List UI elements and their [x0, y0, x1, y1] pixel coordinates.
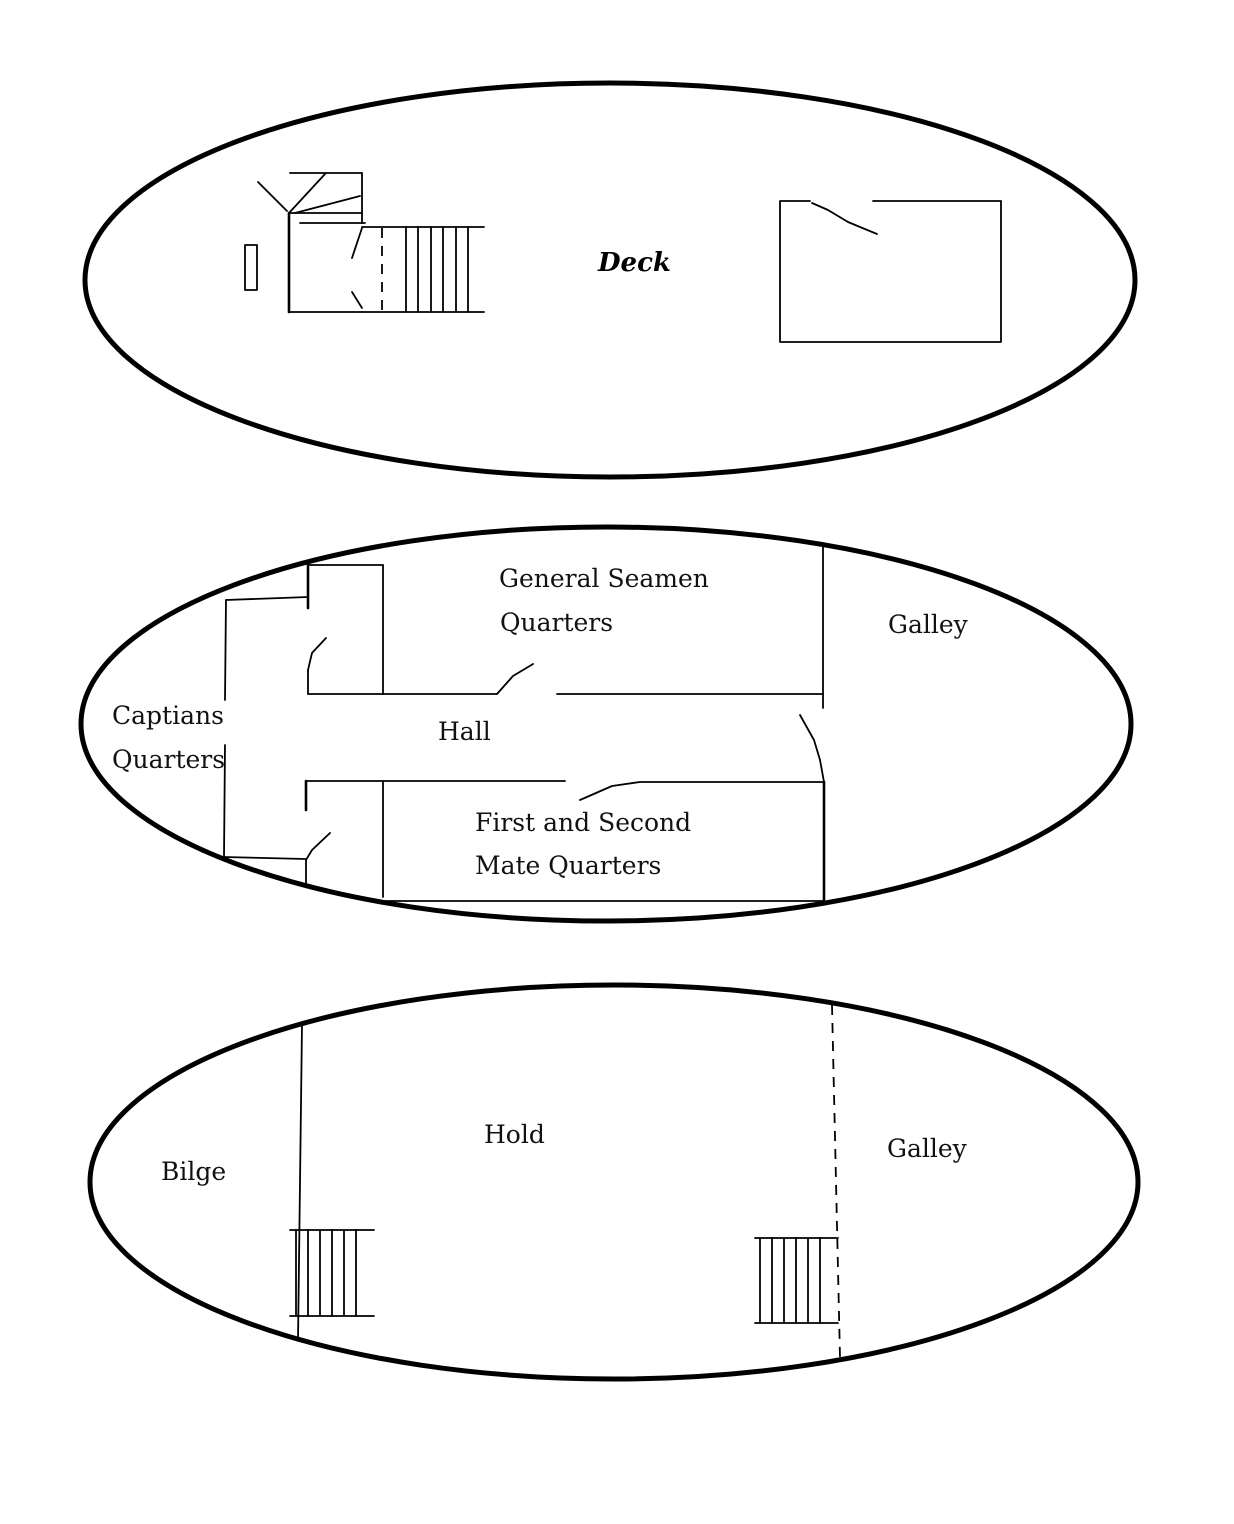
seamen-quarters-walls	[306, 545, 824, 709]
label-galley-middle: Galley	[888, 610, 969, 639]
label-first-second: First and Second	[475, 808, 691, 837]
label-galley-lower: Galley	[887, 1134, 968, 1163]
label-deck: Deck	[597, 248, 671, 278]
lower-left-stairs	[289, 1229, 375, 1317]
label-mate-quarters: Mate Quarters	[475, 851, 661, 880]
label-bilge: Bilge	[161, 1157, 226, 1186]
label-captians: Captians	[112, 701, 224, 730]
upper-deck-hatch	[779, 200, 1002, 343]
upper-deck-stairs	[361, 226, 485, 313]
lower-deck-hull	[87, 982, 1141, 1382]
captains-quarters-walls	[223, 596, 309, 860]
label-seamen-quarters: Quarters	[500, 608, 613, 637]
middle-deck-plan: General Seamen Quarters Galley Captians …	[78, 524, 1134, 924]
upper-deck-hull	[82, 80, 1138, 480]
upper-deck-plan: Deck	[82, 80, 1138, 480]
galley-bulkhead	[831, 1004, 841, 1359]
upper-deck-small-hatch	[244, 244, 258, 291]
bilge-bulkhead	[297, 1024, 303, 1341]
lower-right-stairs	[754, 1237, 839, 1324]
middle-deck-hull	[78, 524, 1134, 924]
label-general-seamen: General Seamen	[499, 564, 709, 593]
label-hold: Hold	[484, 1120, 545, 1149]
mates-quarters-walls	[304, 714, 826, 903]
upper-deck-cabin	[257, 172, 383, 314]
label-captians-quarters: Quarters	[112, 745, 225, 774]
label-hall: Hall	[438, 717, 491, 746]
lower-deck-plan: Hold Bilge Galley	[87, 982, 1141, 1382]
